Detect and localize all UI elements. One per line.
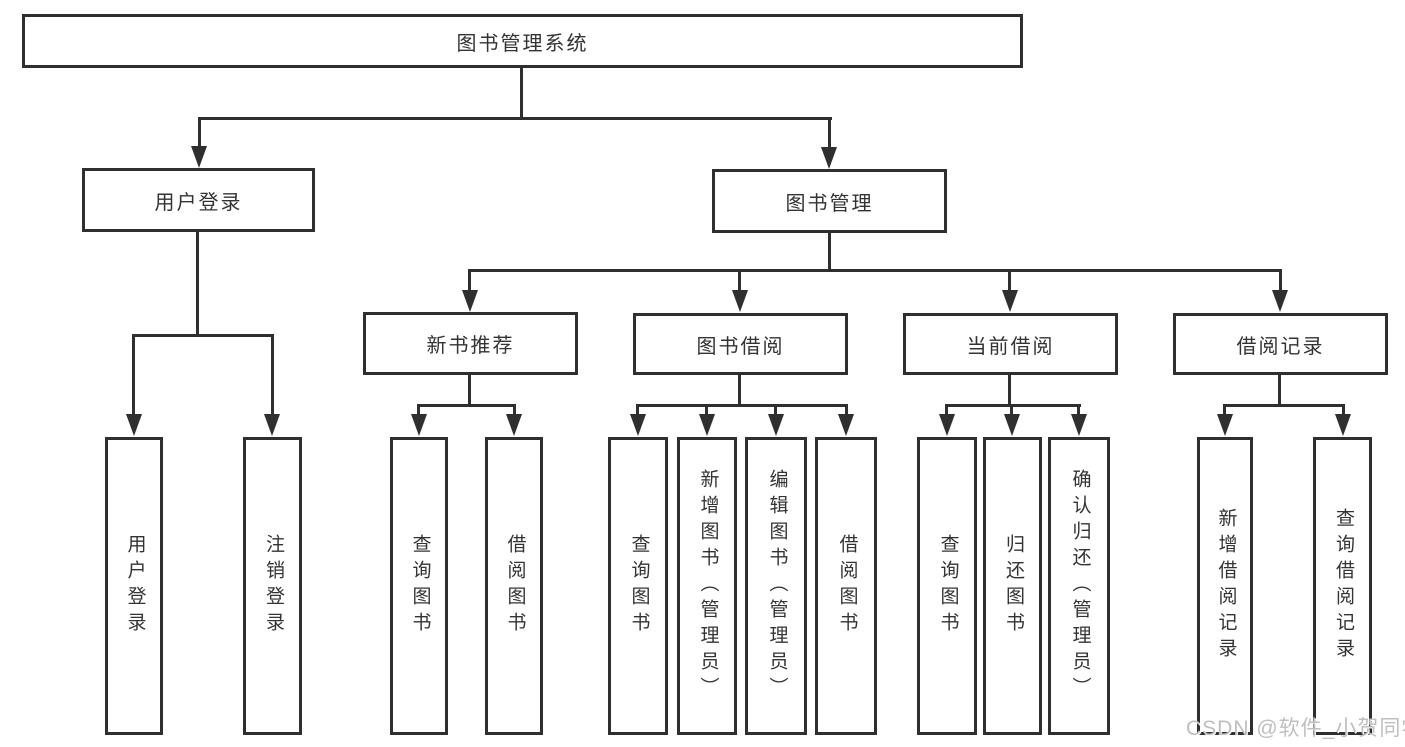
connector-line: [828, 117, 831, 149]
arrow-down-icon: [699, 414, 715, 436]
connector-line: [636, 404, 848, 407]
leaf-label: 查询图书: [409, 534, 431, 638]
arrow-down-icon: [838, 414, 854, 436]
connector-line: [1008, 375, 1011, 407]
connector-line: [636, 404, 639, 418]
leaf-confirm-return-admin: 确认归还（管理员）: [1048, 437, 1110, 735]
connector-line: [738, 269, 741, 293]
arrow-down-icon: [126, 414, 142, 436]
leaf-label: 新增图书（管理员）: [697, 469, 719, 703]
arrow-down-icon: [462, 290, 478, 312]
connector-line: [738, 375, 741, 407]
node-current-borrowing: 当前借阅: [903, 313, 1118, 375]
arrow-down-icon: [821, 147, 837, 169]
node-label: 新书推荐: [426, 335, 515, 357]
connector-line: [1342, 404, 1345, 418]
arrow-down-icon: [1335, 414, 1351, 436]
connector-line: [417, 404, 420, 418]
arrow-down-icon: [939, 414, 955, 436]
arrow-down-icon: [768, 414, 784, 436]
node-label: 图书借阅: [696, 335, 785, 358]
arrow-down-icon: [264, 414, 280, 436]
connector-line: [132, 334, 135, 416]
node-label: 当前借阅: [966, 335, 1055, 358]
leaf-label: 归还图书: [1002, 534, 1024, 638]
node-new-book-recommendation: 新书推荐: [363, 312, 578, 375]
node-label: 图书管理系统: [456, 32, 589, 55]
leaf-label: 用户登录: [124, 534, 146, 638]
leaf-query-books-current: 查询图书: [917, 437, 977, 735]
connector-line: [468, 375, 471, 407]
connector-line: [774, 404, 777, 418]
leaf-label: 借阅图书: [504, 534, 526, 638]
leaf-label: 注销登录: [262, 534, 284, 638]
arrow-down-icon: [411, 414, 427, 436]
connector-line: [1223, 404, 1226, 418]
connector-line: [1279, 269, 1282, 293]
connector-line: [845, 404, 848, 418]
connector-line: [1278, 375, 1281, 407]
node-borrowing-records: 借阅记录: [1173, 313, 1388, 375]
connector-line: [945, 404, 948, 418]
leaf-user-login: 用户登录: [105, 437, 163, 735]
connector-line: [1223, 404, 1345, 407]
arrow-down-icon: [732, 290, 748, 312]
leaf-edit-books-admin: 编辑图书（管理员）: [745, 437, 807, 735]
leaf-label: 确认归还（管理员）: [1069, 469, 1091, 703]
leaf-label: 查询图书: [937, 534, 959, 638]
node-user-login: 用户登录: [82, 168, 315, 232]
arrow-down-icon: [630, 414, 646, 436]
arrow-down-icon: [506, 414, 522, 436]
leaf-label: 编辑图书（管理员）: [766, 469, 788, 703]
leaf-query-books-borrow: 查询图书: [608, 437, 668, 735]
watermark: CSDN @软件_小贺同学: [1186, 717, 1405, 740]
connector-line: [945, 404, 1081, 407]
connector-line: [520, 68, 523, 120]
leaf-add-borrow-record: 新增借阅记录: [1197, 437, 1253, 735]
arrow-down-icon: [1004, 414, 1020, 436]
connector-line: [417, 404, 516, 407]
leaf-return-books: 归还图书: [983, 437, 1042, 735]
node-label: 用户登录: [154, 191, 243, 214]
leaf-label: 查询图书: [628, 534, 650, 638]
connector-line: [513, 404, 516, 418]
node-label: 图书管理: [785, 192, 874, 215]
leaf-borrow-books: 借阅图书: [815, 437, 877, 735]
connector-line: [196, 232, 199, 337]
connector-line: [1010, 404, 1013, 418]
arrow-down-icon: [1071, 414, 1087, 436]
connector-line: [198, 117, 201, 149]
leaf-query-borrow-record: 查询借阅记录: [1313, 437, 1372, 735]
leaf-label: 查询借阅记录: [1332, 508, 1354, 664]
node-label: 借阅记录: [1236, 335, 1325, 358]
connector-line: [468, 269, 1282, 272]
connector-line: [1008, 269, 1011, 293]
leaf-query-books-recommend: 查询图书: [390, 437, 448, 735]
leaf-add-books-admin: 新增图书（管理员）: [677, 437, 737, 735]
connector-line: [705, 404, 708, 418]
leaf-label: 新增借阅记录: [1215, 508, 1237, 664]
connector-line: [828, 233, 831, 272]
connector-line: [132, 334, 274, 337]
connector-line: [198, 117, 832, 120]
arrow-down-icon: [1002, 290, 1018, 312]
node-library-management-system: 图书管理系统: [22, 14, 1023, 68]
node-book-borrowing: 图书借阅: [633, 313, 848, 375]
arrow-down-icon: [191, 146, 207, 168]
leaf-label: 借阅图书: [836, 534, 858, 638]
arrow-down-icon: [1217, 414, 1233, 436]
arrow-down-icon: [1272, 290, 1288, 312]
leaf-borrow-books-recommend: 借阅图书: [485, 437, 543, 735]
connector-line: [468, 269, 471, 293]
leaf-logout: 注销登录: [243, 437, 302, 735]
node-book-management: 图书管理: [712, 169, 947, 233]
connector-line: [271, 334, 274, 416]
connector-line: [1077, 404, 1080, 418]
